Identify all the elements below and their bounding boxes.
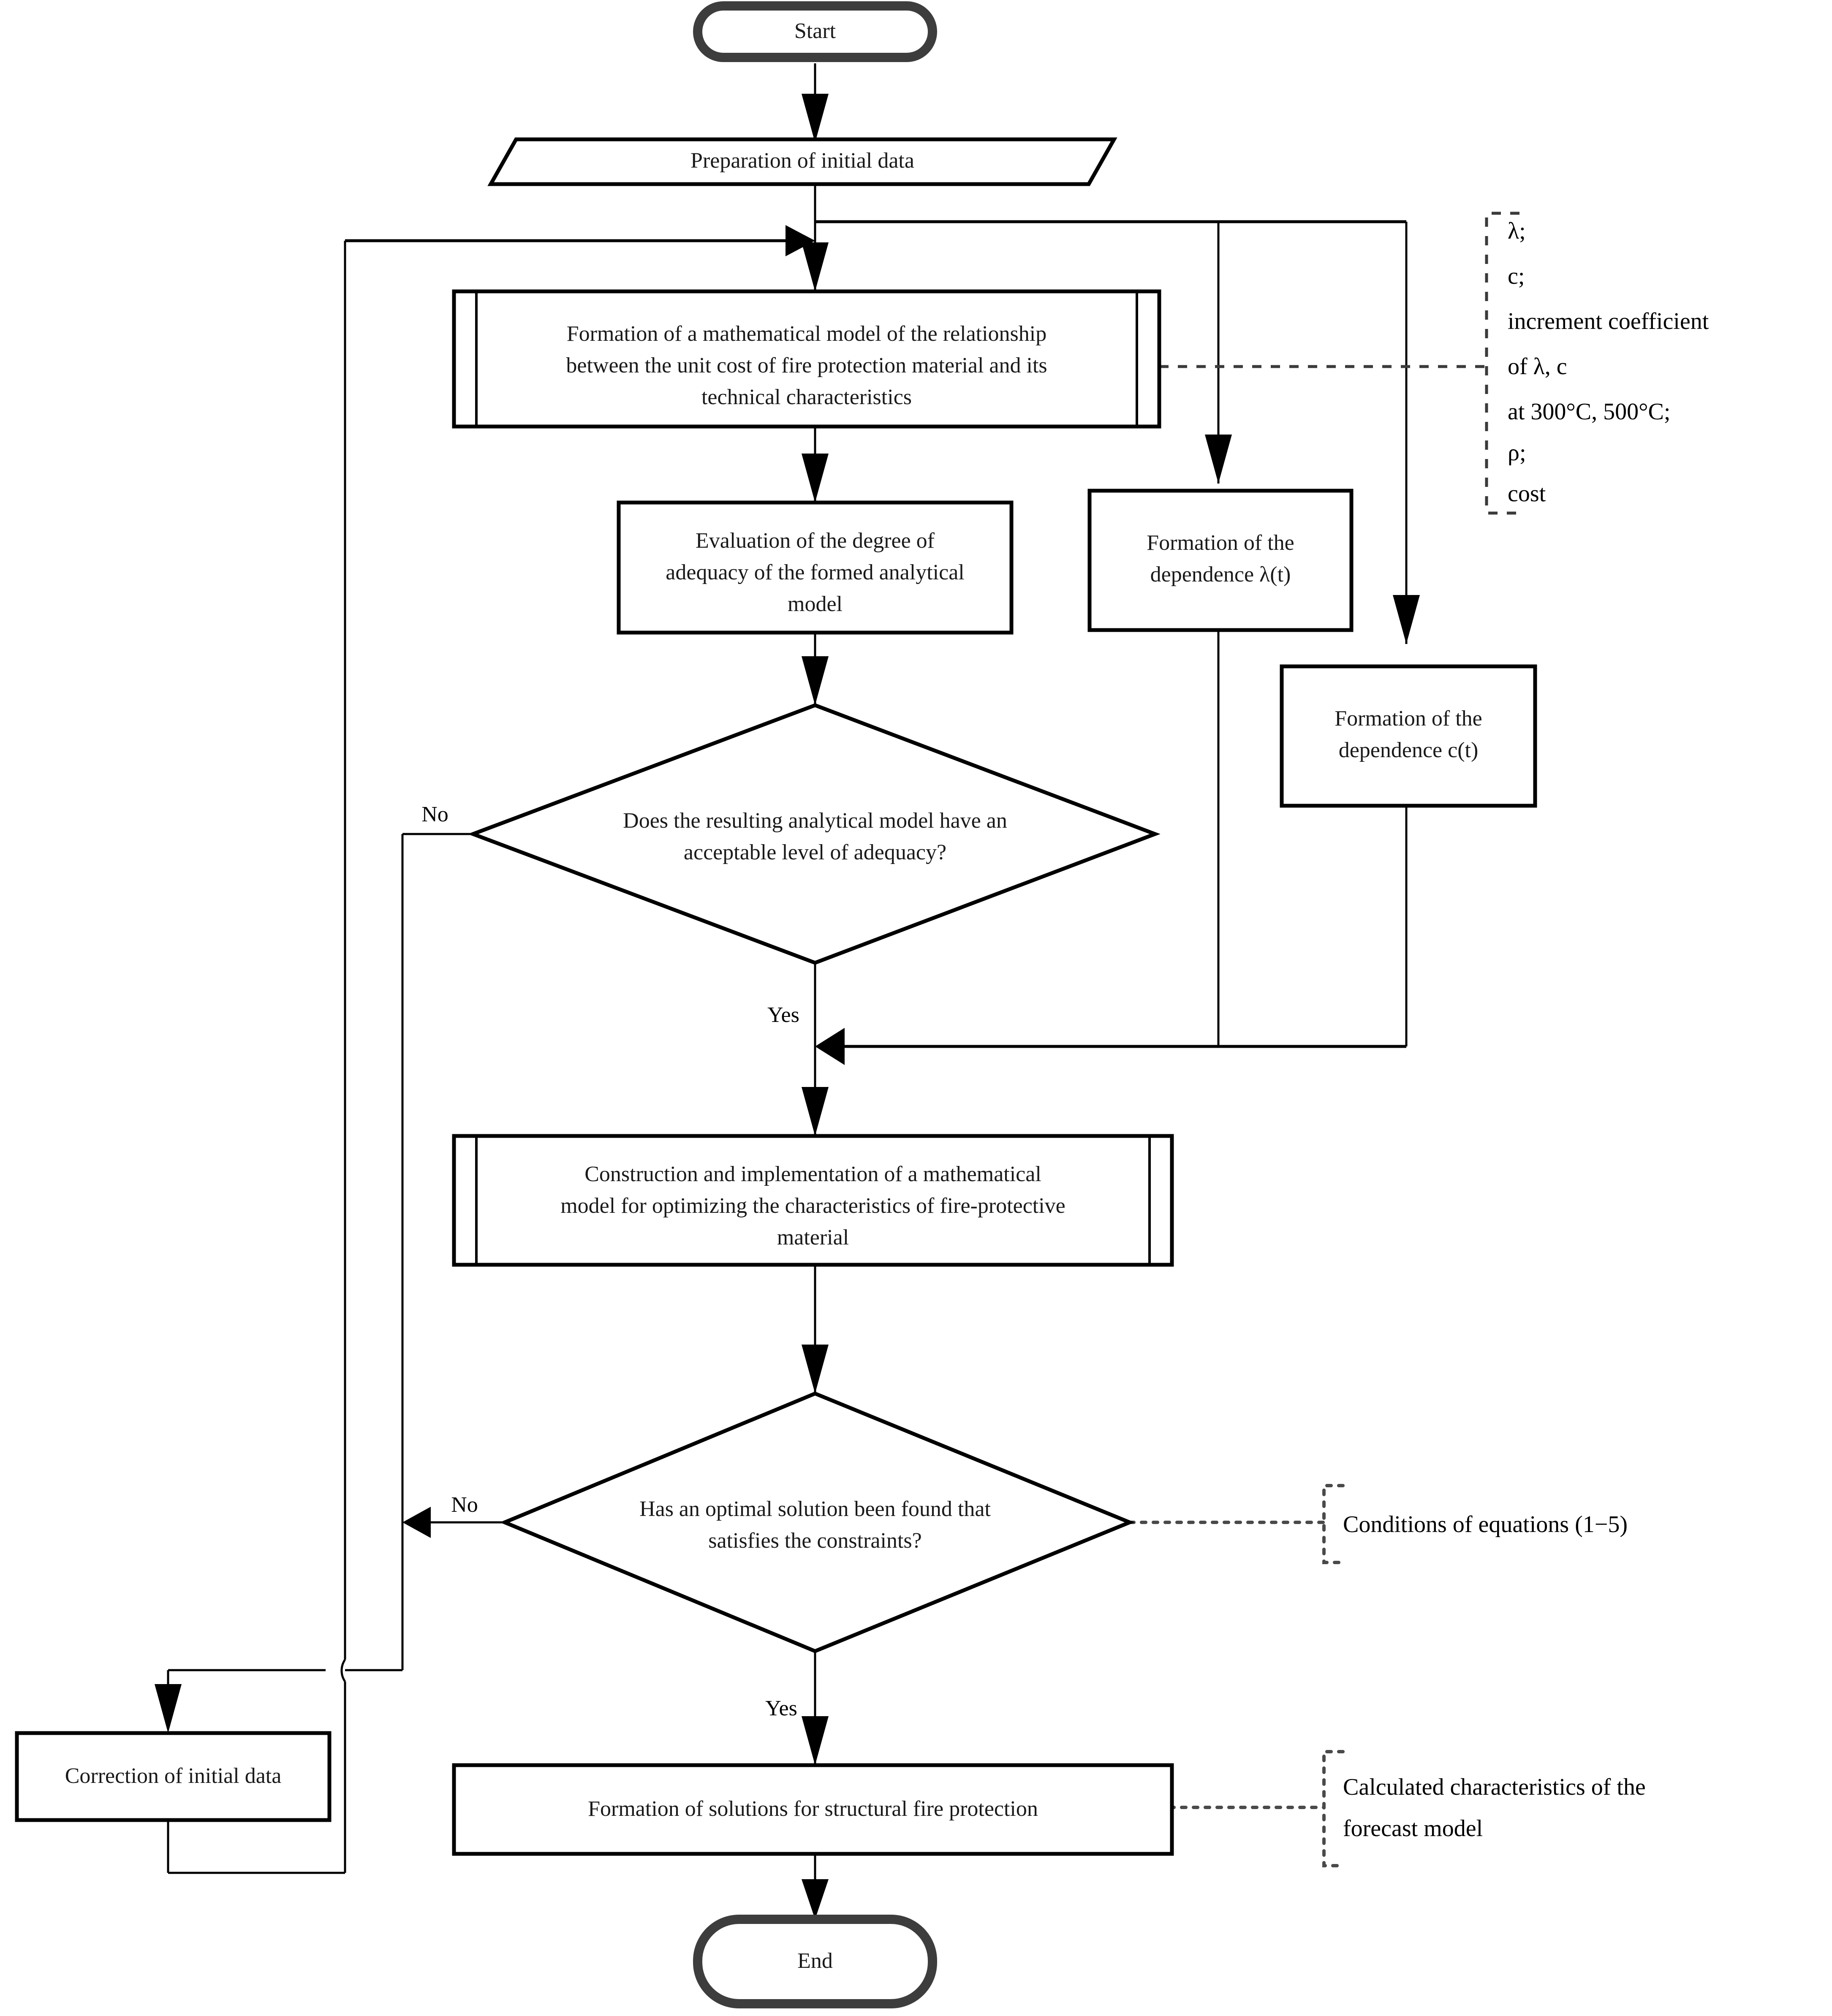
edge-prep-right-branch [815,220,1420,644]
edge-label-yes-adequacy: Yes [767,1003,799,1027]
edge-yes-optimal [802,1651,829,1765]
edge-label-no-optimal: No [451,1493,478,1517]
annotation-results-line-1: Calculated characteristics of the [1343,1774,1646,1800]
node-preparation[interactable]: Preparation of initial data [487,137,1117,186]
node-decision-optimal[interactable]: Has an optimal solution been found that … [500,1391,1135,1653]
node-decision-optimal-line-1: Has an optimal solution been found that [639,1497,991,1521]
node-formation-model-line-1: Formation of a mathematical model of the… [567,322,1046,346]
node-construction-line-2: model for optimizing the characteristics… [560,1194,1065,1218]
node-evaluation-line-3: model [788,592,843,616]
annotation-constraints-line-1: Conditions of equations (1−5) [1343,1511,1628,1538]
annotation-inputs-line-3: increment coefficient [1508,308,1709,334]
node-construction-line-1: Construction and implementation of a mat… [584,1162,1041,1186]
node-dependence-c-line-1: Formation of the [1335,706,1482,731]
edge-solutions-to-end [802,1854,829,1919]
node-decision-adequacy[interactable]: Does the resulting analytical model have… [468,703,1161,965]
edge-no-optimal [402,1507,505,1538]
edge-model-to-evaluation [802,427,829,503]
node-start-label: Start [794,19,836,43]
node-correction[interactable]: Correction of initial data [15,1731,332,1822]
annotation-inputs-line-4: of λ, c [1508,353,1567,380]
node-formation-model[interactable]: Formation of a mathematical model of the… [452,289,1161,429]
node-evaluation-line-2: adequacy of the formed analytical [666,560,964,584]
node-decision-adequacy-line-2: acceptable level of adequacy? [684,840,946,864]
annotation-inputs-line-5: at 300°C, 500°C; [1508,399,1670,425]
edge-label-no-adequacy: No [421,802,448,826]
node-decision-adequacy-line-1: Does the resulting analytical model have… [623,809,1007,833]
edge-confluence-to-spine [815,1028,1406,1065]
annotation-constraints: Conditions of equations (1−5) [1322,1484,1628,1564]
annotation-inputs-line-6: ρ; [1508,440,1526,466]
node-formation-model-line-2: between the unit cost of fire protection… [566,353,1047,378]
edge-no-adequacy [345,833,473,1671]
annotation-inputs-line-7: cost [1508,481,1546,507]
edge-yes-adequacy [802,963,829,1136]
edge-evaluation-to-decision [802,633,829,705]
edge-to-correction [155,1669,326,1733]
node-dependence-lambda-line-2: dependence λ(t) [1150,562,1291,587]
node-dependence-c-line-2: dependence c(t) [1339,738,1479,762]
annotation-results-line-2: forecast model [1343,1815,1483,1842]
edge-prep-down [802,184,829,291]
annotation-inputs-line-2: c; [1508,263,1525,289]
node-construction[interactable]: Construction and implementation of a mat… [452,1134,1174,1267]
edge-correction-return-spine [167,241,346,1874]
node-dependence-c[interactable]: Formation of the dependence c(t) [1280,664,1537,808]
node-dependence-lambda-line-1: Formation of the [1147,531,1294,555]
annotation-inputs-line-1: λ; [1508,218,1526,244]
node-dependence-lambda[interactable]: Formation of the dependence λ(t) [1087,489,1354,632]
edge-construction-to-decision2 [802,1265,829,1394]
node-correction-label: Correction of initial data [65,1764,282,1788]
edge-start-to-prep [802,63,829,143]
node-construction-line-3: material [777,1225,849,1250]
node-solutions-label: Formation of solutions for structural fi… [588,1797,1038,1821]
node-formation-model-line-3: technical characteristics [701,385,912,409]
node-preparation-label: Preparation of initial data [690,149,914,173]
node-end[interactable]: End [693,1915,937,2008]
node-start[interactable]: Start [693,1,937,62]
edge-label-yes-optimal: Yes [765,1696,797,1720]
edge-loopback-to-model [345,225,815,256]
node-evaluation-line-1: Evaluation of the degree of [696,529,935,553]
node-decision-optimal-line-2: satisfies the constraints? [708,1529,921,1553]
node-evaluation[interactable]: Evaluation of the degree of adequacy of … [617,500,1014,635]
node-solutions[interactable]: Formation of solutions for structural fi… [452,1763,1174,1856]
annotation-inputs: λ; c; increment coefficient of λ, c at 3… [1485,212,1709,515]
node-end-label: End [797,1949,833,1973]
annotation-results: Calculated characteristics of the foreca… [1322,1750,1646,1867]
